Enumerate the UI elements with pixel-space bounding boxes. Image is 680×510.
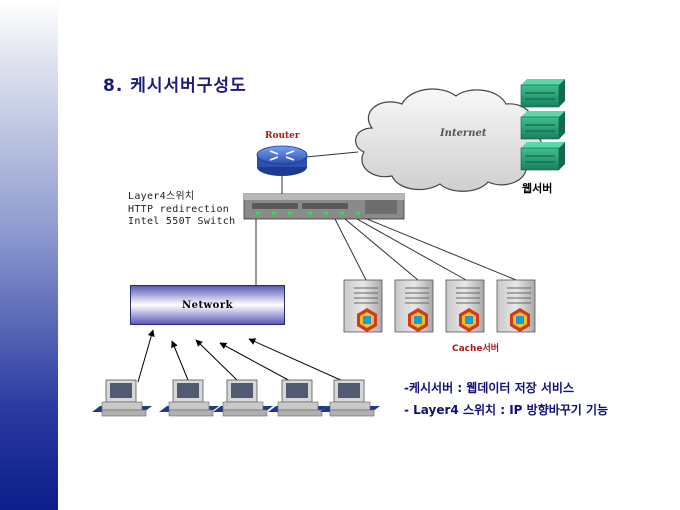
client-arrows [137,329,346,383]
desktop-computer-icon [159,379,219,417]
note-layer4-switch: - Layer4 스위치 : IP 방향바꾸기 기능 [404,403,609,417]
cache-server-label: Cache서버 [452,344,500,354]
switch-line-3: Intel 550T Switch [128,216,236,227]
switch-line-2: HTTP redirection [128,203,230,215]
web-server-stack [520,79,565,171]
router-icon [256,145,308,176]
server-rack-icon [520,111,565,140]
switch-icon [243,193,405,220]
cache-server-icon [496,279,536,333]
router-label: Router [265,131,300,141]
switch-cache-link-2 [344,218,419,281]
server-rack-icon [520,79,565,108]
web-server-label: 웹서버 [522,182,553,195]
internet-label: Internet [440,128,487,139]
desktop-computer-icon [268,379,328,417]
client-arrow-4 [219,342,293,383]
notes: -케시서버 : 웹데이터 저장 서비스 - Layer4 스위치 : IP 방향… [404,377,608,421]
note-cache-server: -케시서버 : 웹데이터 저장 서비스 [404,381,575,395]
page-title: 8. 케시서버구성도 [103,76,247,96]
cache-server-group [343,279,536,333]
client-arrow-5 [248,338,346,383]
client-arrow-1 [137,329,155,383]
network-box: Network [130,285,285,325]
switch-cache-link-3 [356,218,467,281]
cloud-icon [355,88,543,192]
desktop-computer-icon [213,379,273,417]
router-internet-link [305,151,359,158]
client-computer-group [92,379,380,417]
client-arrow-2 [171,340,189,381]
network-label: Network [181,299,234,311]
desktop-computer-icon [92,379,152,417]
cache-server-icon [343,279,383,333]
server-rack-icon [520,142,565,171]
switch-cache-link-1 [334,218,367,281]
switch-line-1: Layer4스위치 [128,191,195,202]
cache-server-icon [445,279,485,333]
connection-lines [255,151,517,285]
cache-server-icon [394,279,434,333]
client-arrow-3 [195,339,240,383]
desktop-computer-icon [320,379,380,417]
side-gradient-band [0,0,58,510]
switch-cache-link-4 [366,218,517,281]
switch-description: Layer4스위치 HTTP redirection Intel 550T Sw… [128,191,235,229]
